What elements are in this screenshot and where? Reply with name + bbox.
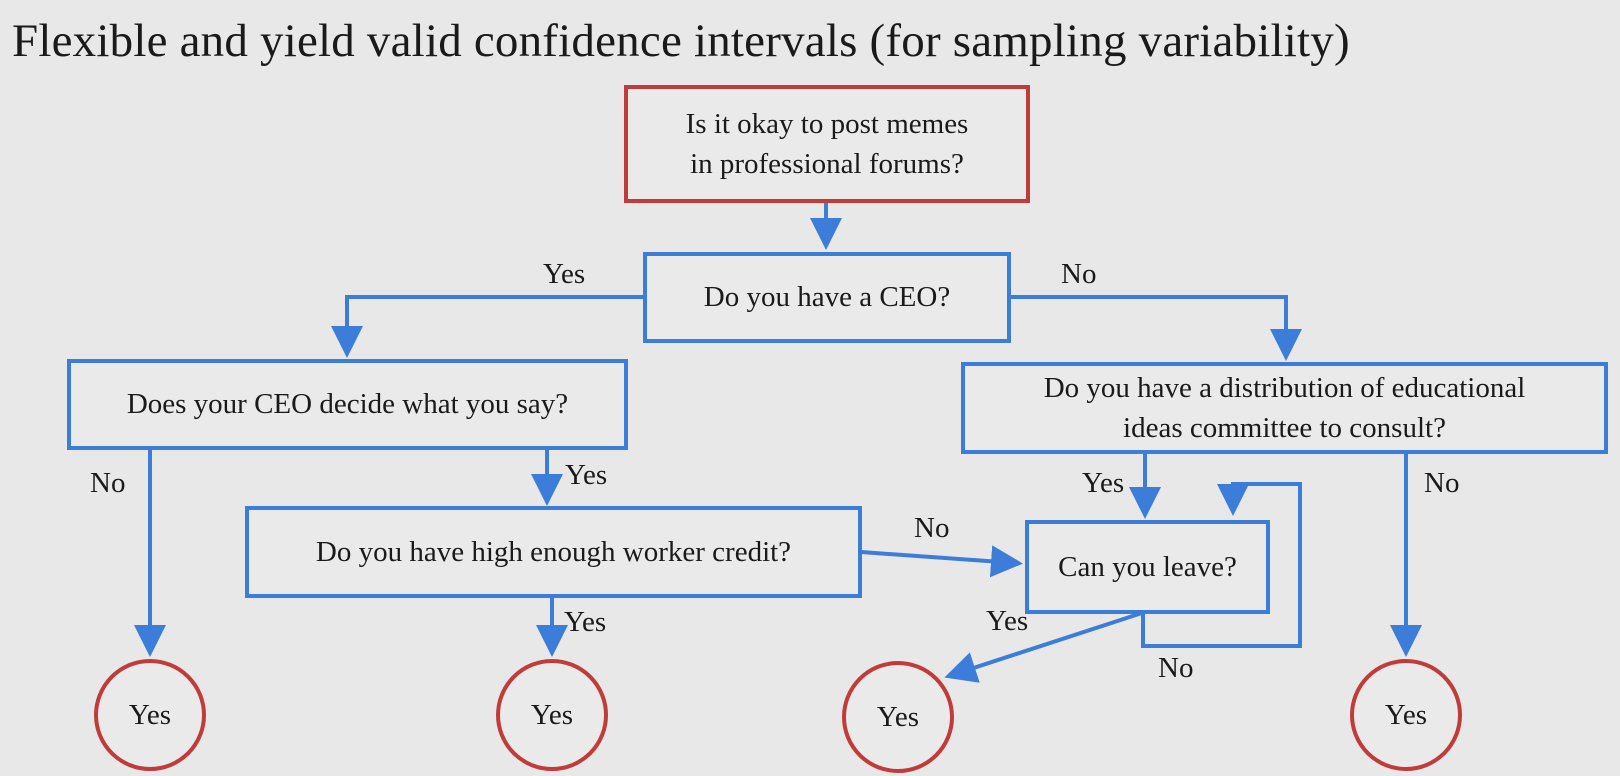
committee-question-box: Do you have a distribution of educationa… xyxy=(961,362,1608,454)
label-leave-no: No xyxy=(1158,652,1194,684)
label-credit-no: No xyxy=(914,512,950,544)
ceo-question-box: Do you have a CEO? xyxy=(643,252,1011,343)
committee-question-line1: Do you have a distribution of educationa… xyxy=(1043,371,1526,404)
label-ceo-yes: Yes xyxy=(543,258,586,290)
can-leave-question-text: Can you leave? xyxy=(1058,550,1237,583)
slide-title: Flexible and yield valid confidence inte… xyxy=(12,15,1350,67)
arrow-leave-yes xyxy=(944,610,1146,683)
terminal-yes-4-label: Yes xyxy=(1384,698,1428,731)
label-leave-yes: Yes xyxy=(986,605,1029,637)
ceo-decides-question-text: Does your CEO decide what you say? xyxy=(126,388,569,421)
label-committee-yes: Yes xyxy=(1082,467,1125,499)
worker-credit-question-text: Do you have high enough worker credit? xyxy=(315,535,792,568)
start-question-box: Is it okay to post memes in professional… xyxy=(624,85,1030,203)
label-ceo-no: No xyxy=(1061,258,1097,290)
arrow-credit-no xyxy=(860,545,1023,578)
terminal-yes-1: Yes xyxy=(94,659,206,771)
label-credit-yes: Yes xyxy=(564,606,607,638)
terminal-yes-3-label: Yes xyxy=(876,700,920,733)
terminal-yes-1-label: Yes xyxy=(128,698,172,731)
ceo-decides-question-box: Does your CEO decide what you say? xyxy=(67,359,628,450)
label-decides-yes: Yes xyxy=(565,459,608,491)
worker-credit-question-box: Do you have high enough worker credit? xyxy=(245,506,862,598)
terminal-yes-4: Yes xyxy=(1350,659,1462,771)
committee-question-line2: ideas committee to consult? xyxy=(1123,412,1446,444)
arrow-leave-no-loop xyxy=(1141,482,1302,648)
start-question-line2: in professional forums? xyxy=(690,148,964,180)
terminal-yes-2-label: Yes xyxy=(530,698,574,731)
terminal-yes-3: Yes xyxy=(842,661,954,773)
label-committee-no: No xyxy=(1424,467,1460,499)
arrow-ceo-yes xyxy=(331,295,643,358)
arrow-ceo-no xyxy=(1009,295,1302,361)
ceo-question-text: Do you have a CEO? xyxy=(703,281,951,314)
label-decides-no: No xyxy=(90,467,126,499)
terminal-yes-2: Yes xyxy=(496,659,608,771)
can-leave-question-box: Can you leave? xyxy=(1025,520,1270,614)
start-question-line1: Is it okay to post memes xyxy=(685,107,969,140)
